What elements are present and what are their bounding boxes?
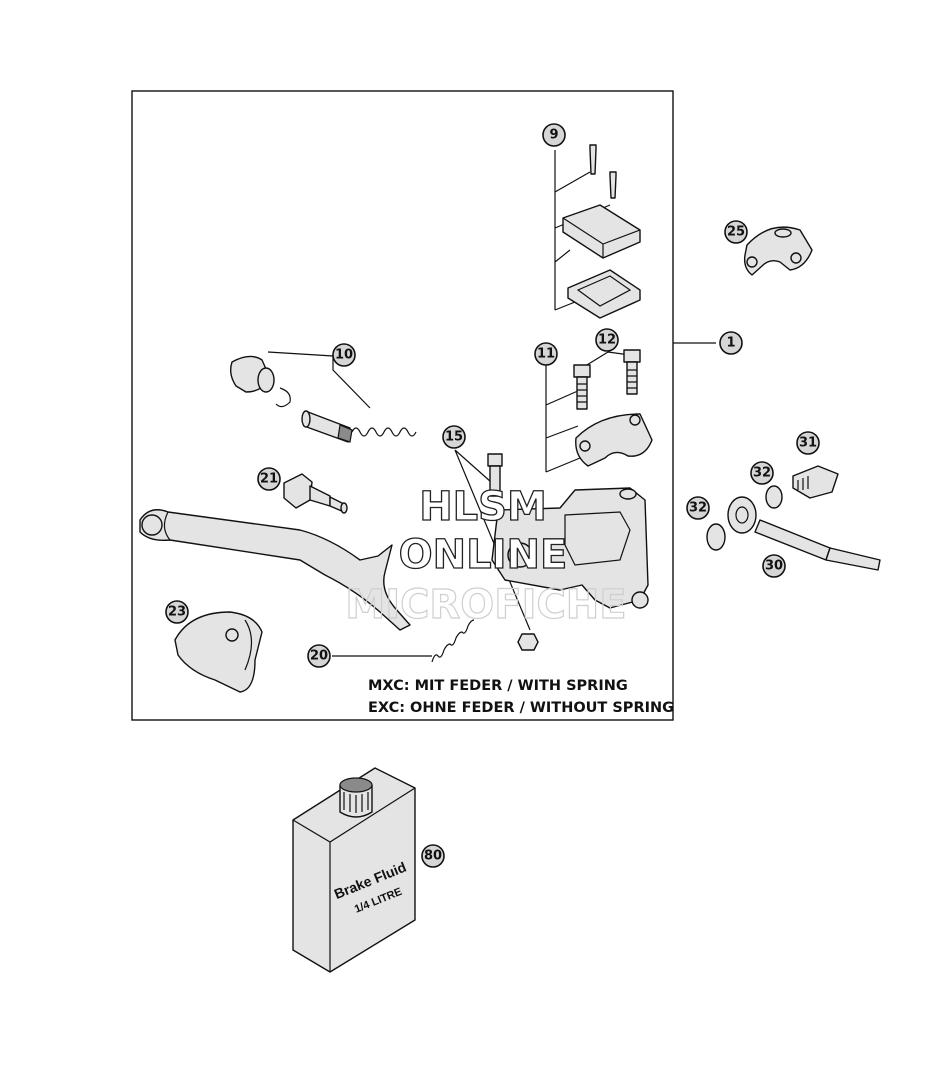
piston-kit-10 bbox=[229, 351, 417, 443]
callout-10: 10 bbox=[332, 343, 356, 367]
callout-23: 23 bbox=[165, 600, 189, 624]
svg-text:20: 20 bbox=[310, 649, 328, 664]
callout-25: 25 bbox=[724, 220, 748, 244]
brake-fluid-bottle: Brake Fluid 1/4 LITRE bbox=[292, 767, 416, 973]
callout-32-upper: 32 bbox=[750, 461, 774, 485]
brake-lever bbox=[139, 509, 411, 631]
brake-line-group bbox=[706, 465, 881, 571]
adjuster-screw-21 bbox=[283, 473, 348, 514]
callout-30: 30 bbox=[762, 554, 786, 578]
svg-text:80: 80 bbox=[424, 849, 442, 864]
svg-text:32: 32 bbox=[753, 466, 771, 481]
callout-15: 15 bbox=[442, 425, 466, 449]
svg-text:10: 10 bbox=[335, 348, 353, 363]
callout-21: 21 bbox=[257, 467, 281, 491]
callout-20: 20 bbox=[307, 644, 331, 668]
svg-text:11: 11 bbox=[537, 347, 555, 362]
svg-text:21: 21 bbox=[260, 472, 278, 487]
svg-text:30: 30 bbox=[765, 559, 783, 574]
callout-80: 80 bbox=[421, 844, 445, 868]
callout-31: 31 bbox=[796, 431, 820, 455]
watermark-line3: MICROFICHE bbox=[345, 582, 626, 628]
watermark-line1: HLSM bbox=[419, 484, 547, 530]
callout-32-lower: 32 bbox=[686, 496, 710, 520]
svg-text:12: 12 bbox=[598, 333, 616, 348]
clamp-bolts-group bbox=[545, 349, 653, 473]
callout-1: 1 bbox=[719, 331, 743, 355]
assembly-frame bbox=[131, 90, 674, 721]
svg-text:15: 15 bbox=[445, 430, 463, 445]
reservoir-cover-group bbox=[554, 144, 641, 319]
svg-text:32: 32 bbox=[689, 501, 707, 516]
note-mxc: MXC: MIT FEDER / WITH SPRING bbox=[368, 678, 628, 694]
svg-text:25: 25 bbox=[727, 225, 745, 240]
svg-text:9: 9 bbox=[549, 128, 558, 143]
note-exc: EXC: OHNE FEDER / WITHOUT SPRING bbox=[368, 700, 674, 716]
lever-guard-23 bbox=[174, 611, 263, 693]
callout-11: 11 bbox=[534, 342, 558, 366]
svg-text:31: 31 bbox=[799, 436, 817, 451]
svg-text:23: 23 bbox=[168, 605, 186, 620]
watermark-line2: ONLINE bbox=[399, 532, 568, 578]
spring-20 bbox=[332, 619, 475, 663]
svg-text:1: 1 bbox=[726, 336, 735, 351]
master-cylinder-body bbox=[491, 487, 649, 609]
pivot-bolt-15 bbox=[454, 449, 539, 651]
callout-12: 12 bbox=[595, 328, 619, 352]
callout-9: 9 bbox=[542, 123, 566, 147]
handlebar-clamp-25 bbox=[743, 226, 813, 276]
